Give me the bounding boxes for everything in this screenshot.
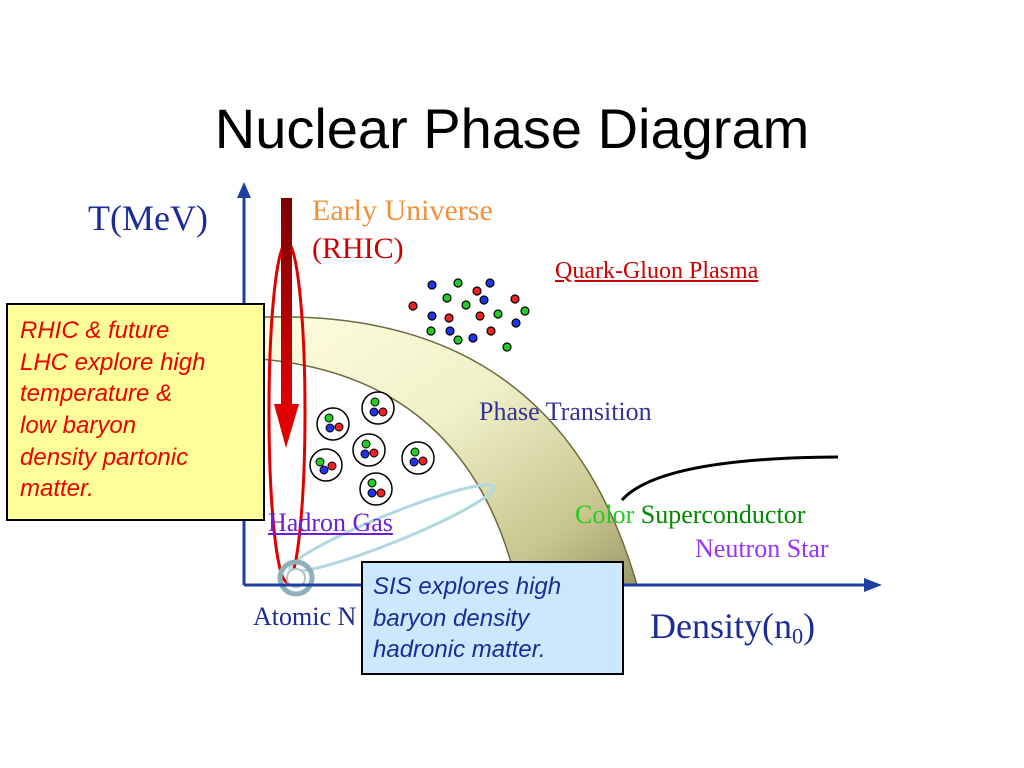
rhic-callout-line: matter. <box>20 475 94 503</box>
superconductor-word: Superconductor <box>640 500 806 529</box>
x-axis-label-subscript: 0 <box>791 623 804 649</box>
rhic-callout-line: LHC explore high <box>20 348 206 376</box>
hadron-particles <box>309 391 435 506</box>
x-axis-label: Density(n0) <box>650 606 815 649</box>
hadron <box>309 448 343 482</box>
sis-callout-line: SIS explores high <box>373 573 562 600</box>
y-axis-arrowhead <box>237 182 251 198</box>
rhic-label: (RHIC) <box>312 232 404 265</box>
phase-transition-label: Phase Transition <box>479 397 652 426</box>
color-word: Color <box>575 500 635 529</box>
qgp-particles <box>408 278 530 352</box>
neutron-star-label: Neutron Star <box>695 534 829 563</box>
early-universe-arrow-shaft <box>281 198 292 408</box>
x-axis-label-close: ) <box>803 606 816 646</box>
early-universe-arrow-head <box>274 404 299 448</box>
sis-callout-box: SIS explores high baryon density hadroni… <box>361 561 624 675</box>
hadron <box>359 472 393 506</box>
hadron <box>361 391 395 425</box>
rhic-callout-box: RHIC & future LHC explore high temperatu… <box>6 303 265 521</box>
sis-callout-line: baryon density <box>373 604 530 632</box>
hadron <box>401 441 435 475</box>
y-axis-label: T(MeV) <box>88 198 208 238</box>
rhic-callout-line: RHIC & future <box>20 317 170 344</box>
hadron-gas-label: Hadron Gas <box>268 508 393 537</box>
atomic-nuclei-label: Atomic N <box>253 602 357 631</box>
hadron <box>352 433 386 467</box>
rhic-callout-line: low baryon <box>20 412 137 440</box>
superconductor-boundary-curve <box>620 455 839 502</box>
quark-gluon-plasma-label: Quark-Gluon Plasma <box>555 258 759 284</box>
atomic-nuclei-marker <box>277 559 315 597</box>
rhic-callout-line: temperature & <box>20 380 173 408</box>
hadron <box>316 407 350 441</box>
rhic-callout-line: density partonic <box>20 443 189 471</box>
x-axis-arrowhead <box>864 578 882 592</box>
x-axis-label-text: Density(n <box>650 606 792 646</box>
color-superconductor-label: Color Superconductor <box>575 500 805 530</box>
sis-pointer-ellipse <box>288 483 496 573</box>
sis-callout-line: hadronic matter. <box>373 636 546 664</box>
slide-title: Nuclear Phase Diagram <box>214 97 810 160</box>
early-universe-label: Early Universe <box>312 194 493 227</box>
